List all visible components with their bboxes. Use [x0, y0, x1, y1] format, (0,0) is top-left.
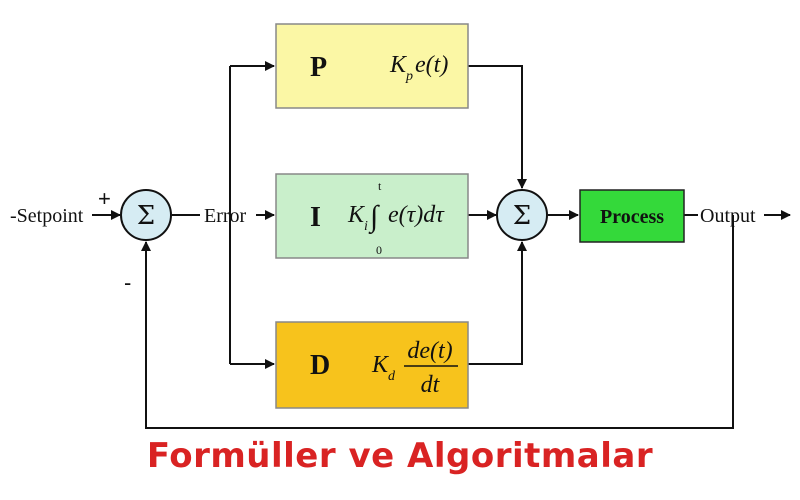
p-block-expr: e(t) [415, 52, 448, 78]
d-block-den: dt [421, 372, 441, 398]
i-block-upper: t [378, 179, 382, 193]
i-block-lower: 0 [376, 243, 382, 257]
d-block-sub: d [388, 369, 396, 384]
summer-1-sigma: Σ [137, 201, 155, 231]
p-block-box [275, 23, 469, 109]
p-block: P K p e(t) [275, 23, 469, 109]
i-block-coef: K [347, 202, 366, 228]
summer-1: Σ [120, 189, 172, 241]
plus-sign-label: + [98, 186, 111, 211]
summer-2: Σ [496, 189, 548, 241]
summer-1-circle [120, 189, 172, 241]
output-label: Output [700, 205, 756, 227]
i-block-sub: i [364, 219, 368, 234]
summer-2-sigma: Σ [513, 201, 531, 231]
process-block: Process [579, 189, 685, 243]
error-label: Error [204, 205, 247, 227]
d-out-wire [468, 241, 527, 365]
i-block: I K i ∫ t 0 e(τ)dτ [275, 173, 469, 259]
i-block-expr: e(τ)dτ [388, 202, 445, 228]
d-block-coef: K [371, 352, 390, 378]
minus-sign-label: - [124, 270, 131, 295]
p-out-wire [468, 65, 527, 189]
summer-2-circle [496, 189, 548, 241]
signal-wires [92, 61, 791, 429]
d-block: D K d de(t) dt [275, 321, 469, 409]
i-block-box [275, 173, 469, 259]
i-block-letter: I [310, 202, 321, 233]
setpoint-label: -Setpoint [10, 205, 84, 227]
d-block-letter: D [310, 350, 330, 381]
p-block-coef: K [389, 52, 408, 78]
feedback-wire [141, 215, 734, 429]
process-label: Process [600, 206, 664, 228]
p-block-sub: p [405, 69, 413, 84]
i-block-integral: ∫ [368, 200, 380, 235]
process-block-box [579, 189, 685, 243]
caption-title: Formüller ve Algoritmalar [146, 436, 654, 476]
d-block-box [275, 321, 469, 409]
p-block-letter: P [310, 52, 327, 83]
d-block-num: de(t) [407, 338, 452, 364]
